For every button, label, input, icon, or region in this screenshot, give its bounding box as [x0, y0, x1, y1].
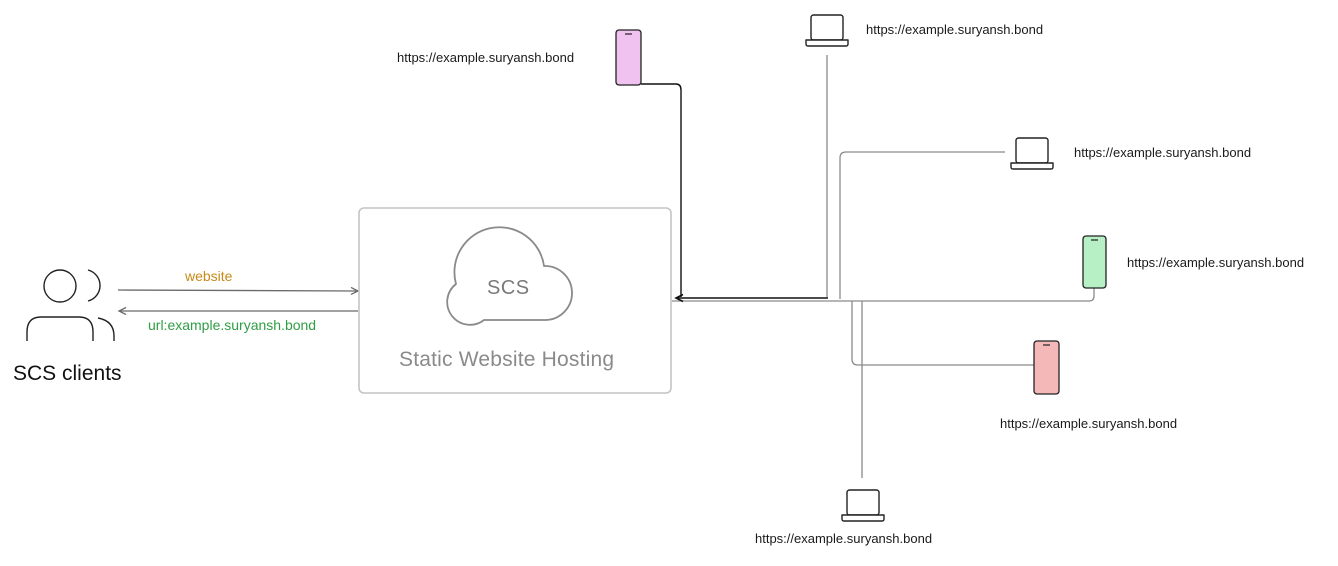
response-label: url:example.suryansh.bond — [148, 317, 317, 333]
connector-phone-green — [672, 288, 1095, 302]
connector-laptop-right — [839, 151, 1005, 299]
device-url-label: https://example.suryansh.bond — [1127, 255, 1305, 270]
cloud-label: SCS — [487, 277, 530, 299]
hosting-box — [358, 207, 672, 394]
device-url-label: https://example.suryansh.bond — [397, 50, 575, 65]
phone-icon — [615, 29, 642, 86]
hosting-title: Static Website Hosting — [399, 348, 615, 371]
connector-phone-red — [851, 301, 1034, 366]
laptop-icon — [1010, 137, 1054, 170]
users-icon — [26, 269, 115, 341]
main-incoming-connector — [641, 83, 828, 303]
request-label: website — [185, 268, 233, 284]
phone-icon — [1082, 235, 1107, 289]
request-arrow — [117, 286, 360, 296]
laptop-icon — [841, 489, 885, 522]
phone-icon — [1033, 340, 1060, 395]
clients-label: SCS clients — [13, 362, 122, 385]
device-connectors — [672, 55, 1095, 478]
device-url-label: https://example.suryansh.bond — [1000, 416, 1178, 431]
device-url-label: https://example.suryansh.bond — [866, 22, 1044, 37]
cloud-icon — [446, 226, 573, 326]
device-url-label: https://example.suryansh.bond — [755, 531, 933, 546]
laptop-icon — [805, 14, 849, 47]
device-url-label: https://example.suryansh.bond — [1074, 145, 1252, 160]
